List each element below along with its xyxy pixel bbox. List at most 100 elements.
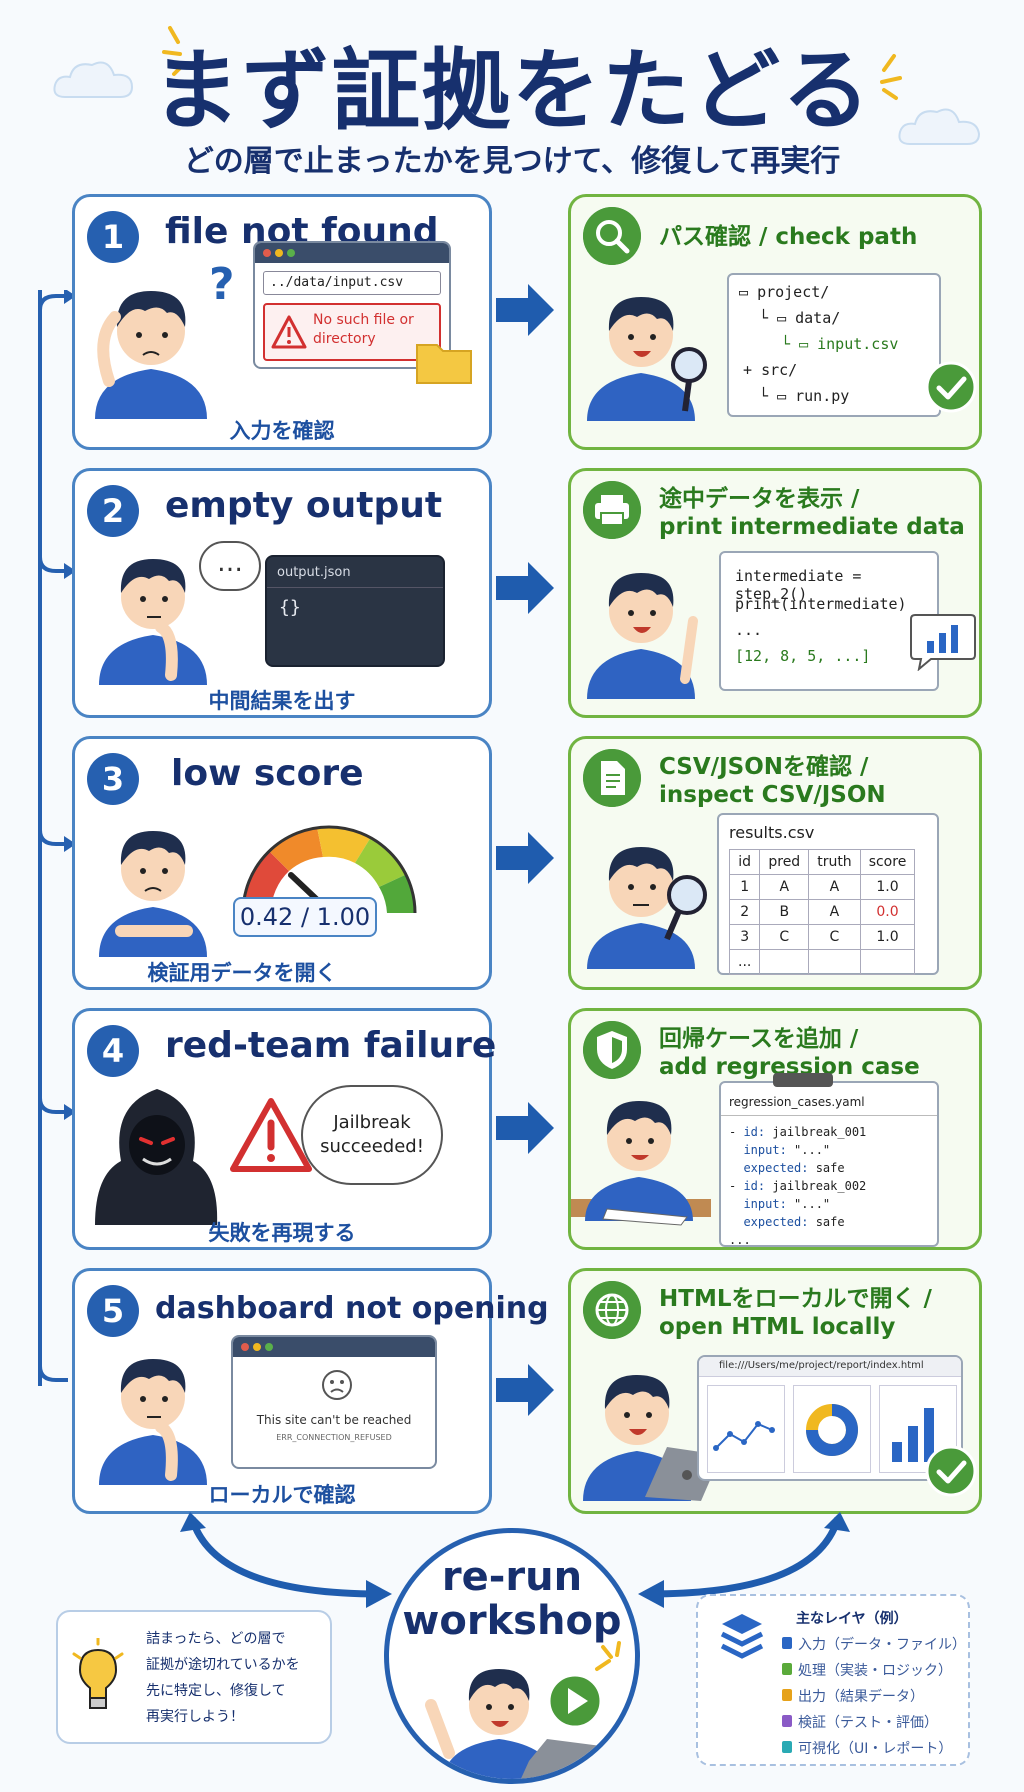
yaml-lines: - id: jailbreak_001 input: "..." expecte… (729, 1123, 866, 1249)
tree-root: ▭ project/ (739, 283, 830, 301)
globe-icon (583, 1281, 641, 1339)
action-title: パス確認 / check path (659, 224, 918, 250)
column-header: truth (808, 849, 861, 875)
hooded-attacker (95, 1089, 218, 1225)
code-line: ... (735, 621, 763, 639)
question-mark-icon: ? (209, 259, 235, 310)
table-cell: 2 (728, 899, 761, 925)
step-4-action-card: 回帰ケースを追加 /add regression case regression… (568, 1008, 982, 1250)
action-title: 途中データを表示 /print intermediate data (659, 486, 965, 540)
printer-icon (583, 481, 641, 539)
step-label: 検証用データを開く (147, 961, 337, 985)
folder-icon: ▭ (777, 387, 796, 405)
browser-error-code: ERR_CONNECTION_REFUSED (276, 1433, 392, 1442)
step-5-action-card: HTMLをローカルで開く /open HTML locally file:///… (568, 1268, 982, 1514)
tip-text: 詰まったら、どの層で 証拠が途切れているかを 先に特定し、修復して 再実行しよう… (146, 1631, 300, 1725)
table-cell: C (808, 924, 861, 950)
bar-chart-widget (879, 1385, 957, 1473)
arrow-right (496, 284, 554, 336)
thinking-person (99, 1359, 207, 1485)
step-label: ローカルで確認 (208, 1483, 356, 1507)
search-icon (583, 207, 641, 265)
window-titlebar (233, 1337, 435, 1357)
worried-person (99, 831, 207, 957)
cloud-left (53, 61, 134, 98)
table-row: ... (728, 949, 916, 975)
lightbulb-icon (72, 1638, 124, 1709)
yaml-line: ... (729, 1233, 751, 1247)
column-header: score (859, 849, 916, 875)
browser-window-error: This site can't be reached ERR_CONNECTIO… (231, 1335, 437, 1469)
legend-item-input: 入力（データ・ファイル） (782, 1634, 966, 1654)
step-1-card: 1 file not found ? ../data/input.csv No … (72, 194, 492, 450)
browser-error-text: This site can't be reached (256, 1413, 412, 1427)
tree-run-file: └ ▭ run.py (759, 387, 850, 405)
bar-chart-icon (910, 614, 976, 671)
legend-item-process: 処理（実装・ロジック） (782, 1660, 952, 1680)
table-row: 2 B A 0.0 (728, 899, 916, 925)
shield-icon (583, 1021, 641, 1079)
document-icon (583, 749, 641, 807)
output-viewer: output.json {} (265, 555, 445, 667)
browser-window-report: file:///Users/me/project/report/index.ht… (697, 1355, 963, 1481)
step-number: 5 (87, 1285, 139, 1337)
error-box: No such file or directory (263, 303, 441, 361)
cheering-person (425, 1669, 609, 1779)
page-title: まず証拠をたどる (151, 39, 872, 142)
spark-right (880, 54, 902, 100)
results-table-panel: results.csv id pred truth score 1 A A 1.… (717, 813, 939, 975)
score-readout: 0.42 / 1.00 (233, 897, 377, 937)
step-title: red-team failure (165, 1025, 497, 1066)
folder-icon: ▭ (739, 283, 758, 301)
table-cell-error: 0.0 (859, 899, 916, 925)
line-chart-widget (707, 1385, 785, 1473)
loop-arrows (180, 1512, 850, 1608)
folder-icon (416, 344, 472, 384)
yaml-line: input: "..." (743, 1197, 831, 1211)
yaml-line: - id: jailbreak_002 (729, 1179, 867, 1193)
action-title: CSV/JSONを確認 /inspect CSV/JSON (659, 754, 886, 808)
table-cell: 3 (728, 924, 761, 950)
tree-src-folder: + src/ (743, 361, 798, 379)
table-cell: 1.0 (859, 924, 916, 950)
cloud-right (898, 108, 981, 145)
tree-data-folder: └ ▭ data/ (759, 309, 841, 327)
warning-icon (230, 1098, 312, 1172)
legend-item-validation: 検証（テスト・評価） (782, 1712, 938, 1732)
step-label: 失敗を再現する (208, 1221, 356, 1245)
file-tree: ▭ project/ └ ▭ data/ └ ▭ input.csv + src… (727, 273, 941, 417)
table-cell: A (759, 874, 810, 900)
yaml-line: expected: safe (743, 1215, 845, 1229)
arrow-right (496, 832, 554, 884)
play-icon[interactable] (545, 1671, 605, 1731)
column-header: pred (759, 849, 810, 875)
step-5-card: 5 dashboard not opening This site can't … (72, 1268, 549, 1514)
table-cell: C (759, 924, 810, 950)
table-cell: 1.0 (859, 874, 916, 900)
address-bar: file:///Users/me/project/report/index.ht… (719, 1360, 924, 1371)
table-cell: ... (728, 949, 761, 975)
step-label: 入力を確認 (229, 419, 335, 443)
step-title: empty output (165, 485, 443, 526)
check-icon (925, 361, 977, 413)
confused-person (95, 291, 207, 419)
step-2-card: 2 empty output … output.json {} 中間結果を出す (72, 468, 492, 718)
warning-icon (271, 315, 307, 349)
step-label: 中間結果を出す (208, 689, 356, 713)
results-table: id pred truth score 1 A A 1.0 2 B A 0.0 … (728, 849, 916, 975)
step-number: 4 (87, 1025, 139, 1077)
step-1-action-card: パス確認 / check path ▭ project/ └ ▭ data/ └… (568, 194, 982, 450)
code-line: intermediate = step_2() (735, 567, 862, 603)
legend-title: 主なレイヤ（例） (796, 1611, 908, 1627)
yaml-panel: regression_cases.yaml - id: jailbreak_00… (719, 1073, 939, 1249)
step-3-action-card: CSV/JSONを確認 /inspect CSV/JSON results.cs… (568, 736, 982, 990)
table-cell: 1 (728, 874, 761, 900)
step-2-action-card: 途中データを表示 /print intermediate data interm… (568, 468, 982, 718)
table-cell: A (808, 874, 861, 900)
thinking-person (99, 559, 207, 685)
sad-face-icon (322, 1370, 352, 1400)
clipboard-clip (773, 1073, 833, 1087)
